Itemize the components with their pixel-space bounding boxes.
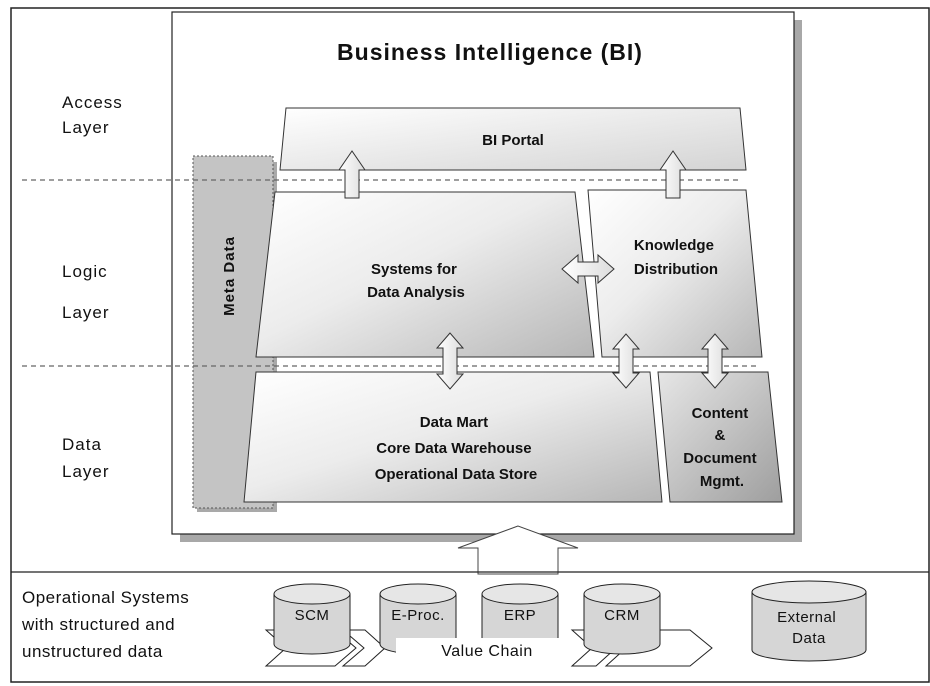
systems-analysis-block: Systems for Data Analysis	[255, 191, 595, 358]
system-crm-label: CRM	[604, 607, 640, 624]
up-arrow-knowledge-to-portal	[659, 150, 687, 199]
data-store-line3: Operational Data Store	[375, 466, 538, 483]
system-erp-label: ERP	[504, 607, 536, 624]
systems-analysis-line1: Systems for	[371, 261, 457, 278]
content-line3: Document	[683, 450, 756, 467]
svg-text:Knowledge Distribution: Knowledge Distribution	[634, 237, 718, 278]
meta-data-label: Meta Data	[221, 236, 238, 316]
knowledge-line2: Distribution	[634, 261, 718, 278]
external-data-line2: Data	[792, 630, 826, 647]
content-mgmt-block: Content & Document Mgmt.	[657, 371, 783, 503]
data-layer-label: Data Layer	[62, 435, 110, 481]
systems-analysis-line2: Data Analysis	[367, 284, 465, 301]
data-store-block: Data Mart Core Data Warehouse Operationa…	[243, 371, 663, 503]
double-arrow-knowledge-datastore	[611, 333, 641, 389]
logic-layer-label: Logic Layer	[62, 262, 113, 322]
system-eproc-label: E-Proc.	[391, 607, 445, 624]
knowledge-distribution-block: Knowledge Distribution	[587, 189, 763, 358]
value-chain-label: Value Chain	[441, 643, 532, 660]
cylinder-external-data: External Data	[751, 580, 867, 662]
content-line4: Mgmt.	[700, 473, 744, 490]
bi-portal-label: BI Portal	[482, 132, 544, 149]
svg-text:Data Mart Core Data Ware: Data Mart Core Data Warehouse Operationa…	[375, 414, 538, 483]
data-store-line2: Core Data Warehouse	[376, 440, 531, 457]
svg-text:Content & Document: Content & Document Mgmt.	[683, 405, 761, 490]
system-scm-label: SCM	[295, 607, 330, 624]
operational-label: Operational Systems with structured and …	[21, 588, 195, 661]
content-line1: Content	[692, 405, 749, 422]
big-up-arrow	[457, 525, 579, 575]
double-arrow-analysis-datastore	[435, 332, 465, 390]
knowledge-line1: Knowledge	[634, 237, 714, 254]
bi-portal-block: BI Portal	[279, 107, 747, 171]
value-chain-label-bg	[396, 638, 576, 662]
svg-text:Systems for Data Analysi: Systems for Data Analysis	[367, 261, 465, 301]
cylinder-scm: SCM	[273, 583, 351, 655]
double-arrow-analysis-knowledge	[561, 253, 615, 285]
up-arrow-analysis-to-portal	[338, 150, 366, 199]
cylinder-crm: CRM	[583, 583, 661, 655]
svg-text:External Data: External Data	[777, 609, 841, 647]
diagram-title: Business Intelligence (BI)	[337, 39, 643, 65]
access-layer-label: Access Layer	[62, 93, 129, 137]
external-data-line1: External	[777, 609, 836, 626]
double-arrow-knowledge-content	[700, 333, 730, 389]
data-store-line1: Data Mart	[420, 414, 488, 431]
content-line2: &	[714, 427, 725, 444]
